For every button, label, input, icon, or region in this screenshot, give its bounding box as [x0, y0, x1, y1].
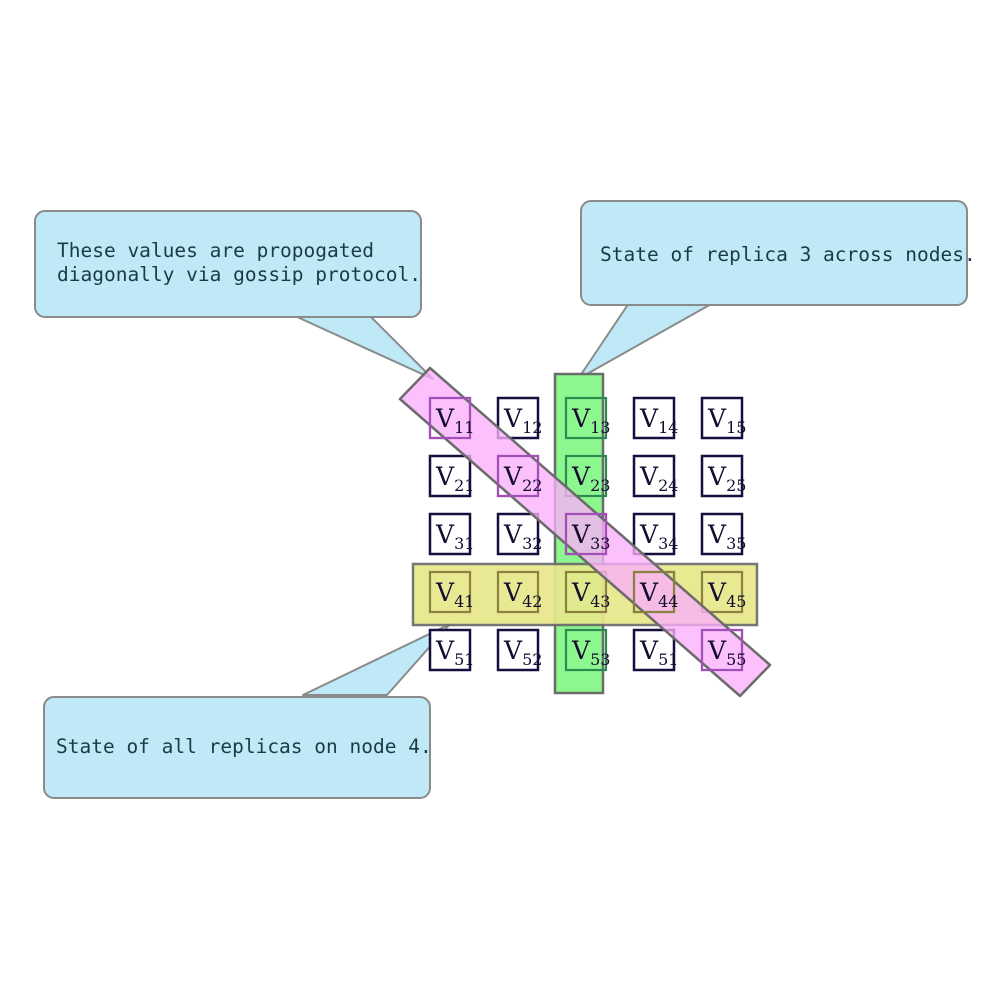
grid-cell-V33[interactable]: V33 [564, 512, 610, 556]
grid-cell-box [700, 570, 744, 614]
grid-cell-subscript: 15 [726, 418, 746, 437]
grid-cell-subscript: 14 [658, 418, 678, 437]
grid-cell-box [700, 454, 744, 498]
grid-cell-subscript: 21 [454, 476, 474, 495]
gossip-callout-box [34, 210, 422, 318]
grid-cell-subscript: 53 [590, 650, 610, 669]
grid-cell-label: V55 [707, 636, 746, 669]
grid-cell-subscript: 11 [454, 418, 474, 437]
gossip-callout-line-1: diagonally via gossip protocol. [57, 263, 421, 286]
grid-cell-subscript: 31 [454, 534, 474, 553]
grid-cell-box [632, 570, 676, 614]
grid-cell-box [564, 512, 608, 556]
grid-cell-subscript: 25 [726, 476, 746, 495]
grid-cell-V31[interactable]: V31 [428, 512, 474, 556]
grid-cell-V51[interactable]: V51 [632, 628, 678, 672]
grid-cell-subscript: 55 [726, 650, 746, 669]
grid-cell-V15[interactable]: V15 [700, 396, 746, 440]
grid-cell-V21[interactable]: V21 [428, 454, 474, 498]
grid-cell-box [632, 628, 676, 672]
grid-cell-subscript: 22 [522, 476, 542, 495]
grid-cell-V55[interactable]: V55 [700, 628, 746, 672]
grid-cell-box [632, 454, 676, 498]
grid-cell-subscript: 24 [658, 476, 678, 495]
node-callout[interactable]: State of all replicas on node 4. [43, 696, 432, 799]
grid-cell-box [564, 396, 608, 440]
grid-cell-box [632, 396, 676, 440]
grid-cell-subscript: 45 [726, 592, 746, 611]
replica-callout[interactable]: State of replica 3 across nodes. [580, 200, 976, 306]
grid-cell-label: V33 [571, 520, 610, 553]
grid-cell-box [496, 628, 540, 672]
grid-cell-subscript: 33 [590, 534, 610, 553]
gossip-diagonal-band [398, 366, 772, 698]
grid-cell-subscript: 51 [658, 650, 678, 669]
gossip-callout-line-0: These values are propogated [57, 239, 374, 262]
replica-grid: V11V12V13V14V15V21V22V23V24V25V31V32V33V… [428, 396, 746, 672]
gossip-callout-tail [294, 315, 434, 380]
replica-callout-tail [577, 302, 714, 380]
grid-cell-subscript: 42 [522, 592, 542, 611]
grid-cell-subscript: 12 [522, 418, 542, 437]
grid-cell-subscript: 32 [522, 534, 542, 553]
grid-cell-subscript: 35 [726, 534, 746, 553]
callout-boxes: These values are propogated diagonally v… [34, 200, 976, 799]
node-callout-tail [302, 623, 451, 696]
grid-cell-box [564, 454, 608, 498]
grid-cell-box [496, 512, 540, 556]
grid-cell-subscript: 34 [658, 534, 678, 553]
node-callout-line-0: State of all replicas on node 4. [56, 735, 432, 758]
grid-cell-V32[interactable]: V32 [496, 512, 542, 556]
grid-cell-box [564, 628, 608, 672]
grid-cell-V52[interactable]: V52 [496, 628, 542, 672]
node-callout-box [43, 696, 431, 799]
gossip-callout[interactable]: These values are propogated diagonally v… [34, 210, 422, 318]
grid-cell-subscript: 41 [454, 592, 474, 611]
grid-cell-box [428, 454, 472, 498]
grid-cell-subscript: 43 [590, 592, 610, 611]
callout-tails [294, 302, 714, 696]
replica-callout-box [580, 200, 968, 306]
grid-cell-V25[interactable]: V25 [700, 454, 746, 498]
grid-cell-subscript: 23 [590, 476, 610, 495]
replica-callout-line-0: State of replica 3 across nodes. [600, 243, 976, 266]
grid-cell-box [564, 570, 608, 614]
grid-cell-box [428, 396, 472, 440]
grid-cell-box [496, 570, 540, 614]
grid-cell-box [700, 512, 744, 556]
grid-cell-V43[interactable]: V43 [564, 570, 610, 614]
grid-cell-box [700, 628, 744, 672]
grid-cell-box [428, 512, 472, 556]
grid-cell-box [496, 396, 540, 440]
grid-cell-V14[interactable]: V14 [632, 396, 678, 440]
grid-cell-subscript: 13 [590, 418, 610, 437]
grid-cell-V34[interactable]: V34 [632, 512, 678, 556]
grid-cell-subscript: 44 [658, 592, 678, 611]
grid-cell-subscript: 52 [522, 650, 542, 669]
grid-cell-subscript: 51 [454, 650, 474, 669]
grid-cell-box [428, 628, 472, 672]
grid-cell-box [428, 570, 472, 614]
grid-cell-box [496, 454, 540, 498]
grid-cell-label: V43 [571, 578, 610, 611]
grid-cell-box [700, 396, 744, 440]
grid-cell-V51[interactable]: V51 [428, 628, 474, 672]
grid-cell-box [632, 512, 676, 556]
grid-cell-V35[interactable]: V35 [700, 512, 746, 556]
grid-cell-V24[interactable]: V24 [632, 454, 678, 498]
grid-cell-V12[interactable]: V12 [496, 396, 542, 440]
